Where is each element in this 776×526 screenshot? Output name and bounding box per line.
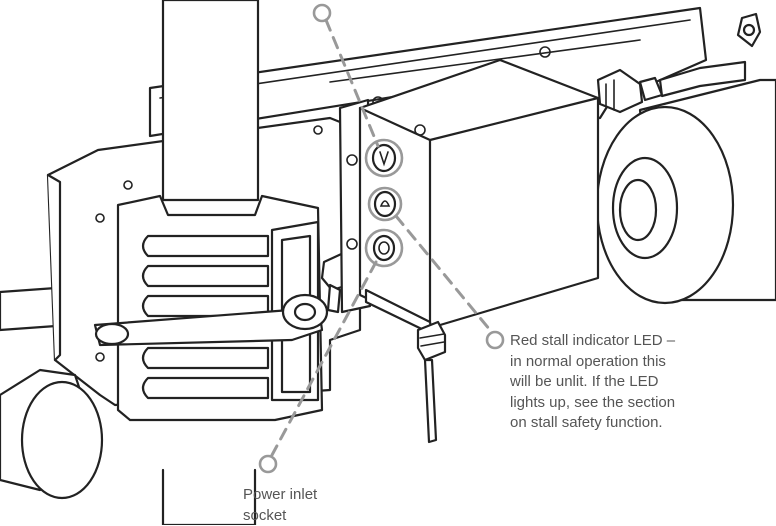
vertical-column: [161, 0, 260, 525]
callout-anchor-led: [485, 330, 505, 350]
bottom-cable: [416, 320, 447, 444]
callout-anchor-top: [312, 3, 332, 23]
right-tube: [595, 78, 776, 305]
highlight-ring-socket: [364, 228, 404, 268]
highlight-ring-led: [367, 186, 403, 222]
leader-line-led: [394, 214, 492, 332]
top-right-bracket: [736, 12, 762, 48]
cable-connector: [596, 60, 747, 114]
leader-line-power: [270, 260, 378, 457]
clamp-housing: [116, 194, 324, 422]
highlight-ring-top: [364, 138, 404, 178]
control-box: [358, 46, 600, 336]
leader-line-top: [324, 18, 380, 148]
red-stall-led-callout: Red stall indicator LED – in normal oper…: [510, 332, 676, 431]
callout-anchor-power: [258, 454, 278, 474]
clamp-lever: [93, 293, 329, 347]
knob: [0, 368, 104, 500]
power-inlet-callout: Power inlet socket: [243, 486, 318, 524]
